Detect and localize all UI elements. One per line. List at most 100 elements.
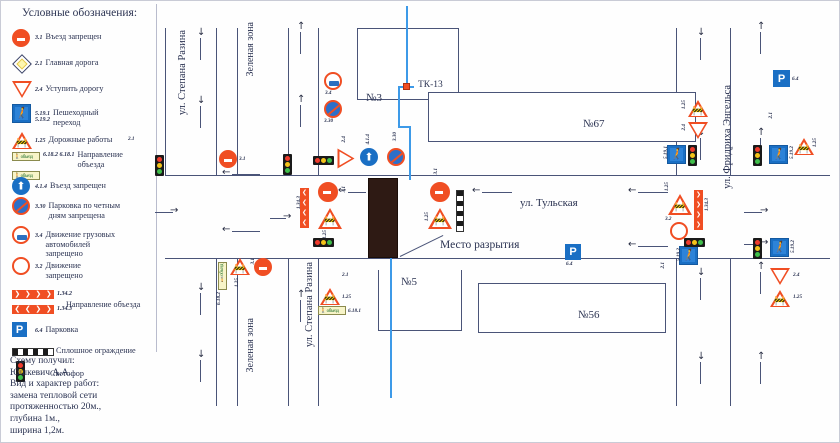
no-entry-sign-icon xyxy=(12,28,34,48)
traffic-light-icon xyxy=(684,238,705,247)
legend-code: 6.4 xyxy=(35,328,43,334)
traffic-light-icon xyxy=(753,238,762,259)
legend-label: Уступить дорогу xyxy=(45,84,104,93)
legend-code: 5.19.1 5.19.2 xyxy=(35,111,50,123)
sign-code: 1.25 xyxy=(793,294,803,300)
legend-code: 6.18.2 6.18.1 xyxy=(43,152,75,158)
note-line: ширина 1,2м. xyxy=(10,425,65,436)
sign-code: 6.4 xyxy=(792,76,799,82)
priority-road-sign-icon xyxy=(655,244,674,263)
no-trucks-sign-icon xyxy=(12,226,34,246)
road-works-sign-icon: 🚧 xyxy=(770,290,790,307)
chevron-barrier-right-icon: ❯❯❯❯ xyxy=(694,190,703,230)
street-label-tulskaya: ул. Тульская xyxy=(520,197,578,209)
legend-detour-caption: Направление объезда xyxy=(66,300,141,309)
legend-label: Сплошное ограждение xyxy=(56,346,136,355)
sign-code: 2.4 xyxy=(681,124,687,131)
sign-code: 1.34.3 xyxy=(296,196,302,209)
notes-block: Схему получил: Юшкевич А.А. Вид и характ… xyxy=(10,356,101,437)
heating-pipe xyxy=(398,86,400,126)
building-number: №3 xyxy=(366,92,382,104)
road-edge xyxy=(237,28,239,175)
legend-label: Движение запрещено xyxy=(45,261,83,280)
road-edge xyxy=(165,258,830,260)
parking-sign-icon xyxy=(12,321,34,341)
legend-code: 3.30 xyxy=(35,204,46,210)
legend-item-no-parking-even: 3.30 Парковка по четным дням запрещена xyxy=(12,197,120,220)
legend-title: Условные обозначения: xyxy=(22,7,138,19)
legend-item-mandatory-direction: 4.1.4 Въезд запрещен xyxy=(12,177,106,197)
give-way-sign-icon xyxy=(336,148,356,169)
chevron-barrier-right-icon: ❮❮❮❮ xyxy=(300,188,309,228)
note-line: Схему получил: xyxy=(10,356,75,366)
road-edge xyxy=(730,28,732,175)
sign-code: 1.25 xyxy=(424,212,430,222)
road-works-sign-icon: 🚧 xyxy=(230,258,250,275)
legend-code: 3.4 xyxy=(35,233,43,239)
road-edge xyxy=(216,258,218,406)
legend-item-road-works: 🚧 1.25 Дорожные работы xyxy=(12,131,112,151)
pedestrian-crossing-sign-icon xyxy=(12,104,34,124)
no-entry-sign-icon xyxy=(430,182,450,202)
mandatory-direction-sign-icon xyxy=(360,148,378,166)
legend-code: 3.2 xyxy=(35,264,43,270)
legend-label: Главная дорога xyxy=(45,58,99,67)
legend-code: 4.1.4 xyxy=(35,184,47,190)
building-5 xyxy=(378,270,462,331)
street-label-razina-bottom: ул. Степана Разина xyxy=(304,262,315,348)
no-vehicles-sign-icon xyxy=(670,222,688,240)
road-works-sign-icon: 🚧 xyxy=(668,194,692,215)
legend-item-parking: 6.4 Парковка xyxy=(12,321,78,341)
road-works-sign-icon: 🚧 xyxy=(428,208,452,229)
sign-code: 3.1 xyxy=(433,168,439,175)
sign-code: 1.25 xyxy=(664,182,670,192)
road-edge xyxy=(288,28,290,175)
road-works-sign-icon: 🚧 xyxy=(318,208,342,229)
heating-chamber-tk13-icon xyxy=(403,83,410,90)
sign-code: 1.34.3 xyxy=(704,198,710,211)
sign-code: 4.1.4 xyxy=(365,134,371,145)
building-number: №67 xyxy=(583,118,605,130)
sign-code: 2.1 xyxy=(128,136,135,142)
priority-road-sign-icon xyxy=(11,53,34,74)
sign-code: 3.2 xyxy=(665,216,672,222)
pedestrian-crossing-sign-icon xyxy=(667,145,686,164)
no-parking-even-days-sign-icon xyxy=(387,148,405,166)
legend-item-give-way: 2.4 Уступить дорогу xyxy=(12,80,104,100)
note-line: протяженностью 20м., xyxy=(10,402,102,413)
road-works-sign-icon: 🚧 xyxy=(320,288,340,305)
sign-code: 3.1 xyxy=(250,258,256,265)
traffic-light-icon xyxy=(313,238,334,247)
road-edge xyxy=(237,258,239,406)
chevron-barrier-left-right-icon: ❮❮❯❯ xyxy=(12,303,56,323)
traffic-light-icon xyxy=(313,156,334,165)
street-label-razina-top: ул. Степана Разина xyxy=(177,30,188,116)
building-56 xyxy=(478,283,666,333)
legend-item-no-entry: 3.1 Въезд запрещен xyxy=(12,28,101,48)
sign-code: 1.25 xyxy=(342,294,352,300)
pedestrian-crossing-sign-icon xyxy=(769,145,788,164)
sign-code: 2.4 xyxy=(793,272,800,278)
building-number: №56 xyxy=(578,309,600,321)
parking-sign-icon xyxy=(773,70,790,87)
legend-code: 1.25 xyxy=(35,138,46,144)
note-line: глубина 1м., xyxy=(10,413,60,424)
no-entry-sign-icon xyxy=(219,150,237,168)
road-works-sign-icon: 🚧 xyxy=(12,131,34,151)
legend-item-priority-road: 2.1 Главная дорога xyxy=(11,53,99,74)
excavation-zone xyxy=(368,178,398,258)
no-entry-sign-icon xyxy=(254,258,272,276)
road-edge xyxy=(165,175,830,177)
street-label-engelsa: ул. Фридриха Энгельса xyxy=(722,85,733,189)
legend-label: Пешеходный переход xyxy=(53,108,99,127)
road-edge xyxy=(165,28,167,175)
no-trucks-sign-icon xyxy=(324,72,342,90)
leader-line xyxy=(399,235,444,257)
road-edge xyxy=(318,258,320,406)
legend-label: Въезд запрещен xyxy=(45,32,102,41)
road-edge xyxy=(676,258,678,406)
building-number: №5 xyxy=(401,276,417,288)
note-line: Юшкевич А.А. xyxy=(10,367,71,378)
road-edge xyxy=(318,28,320,175)
legend-label: Парковка xyxy=(45,325,79,334)
